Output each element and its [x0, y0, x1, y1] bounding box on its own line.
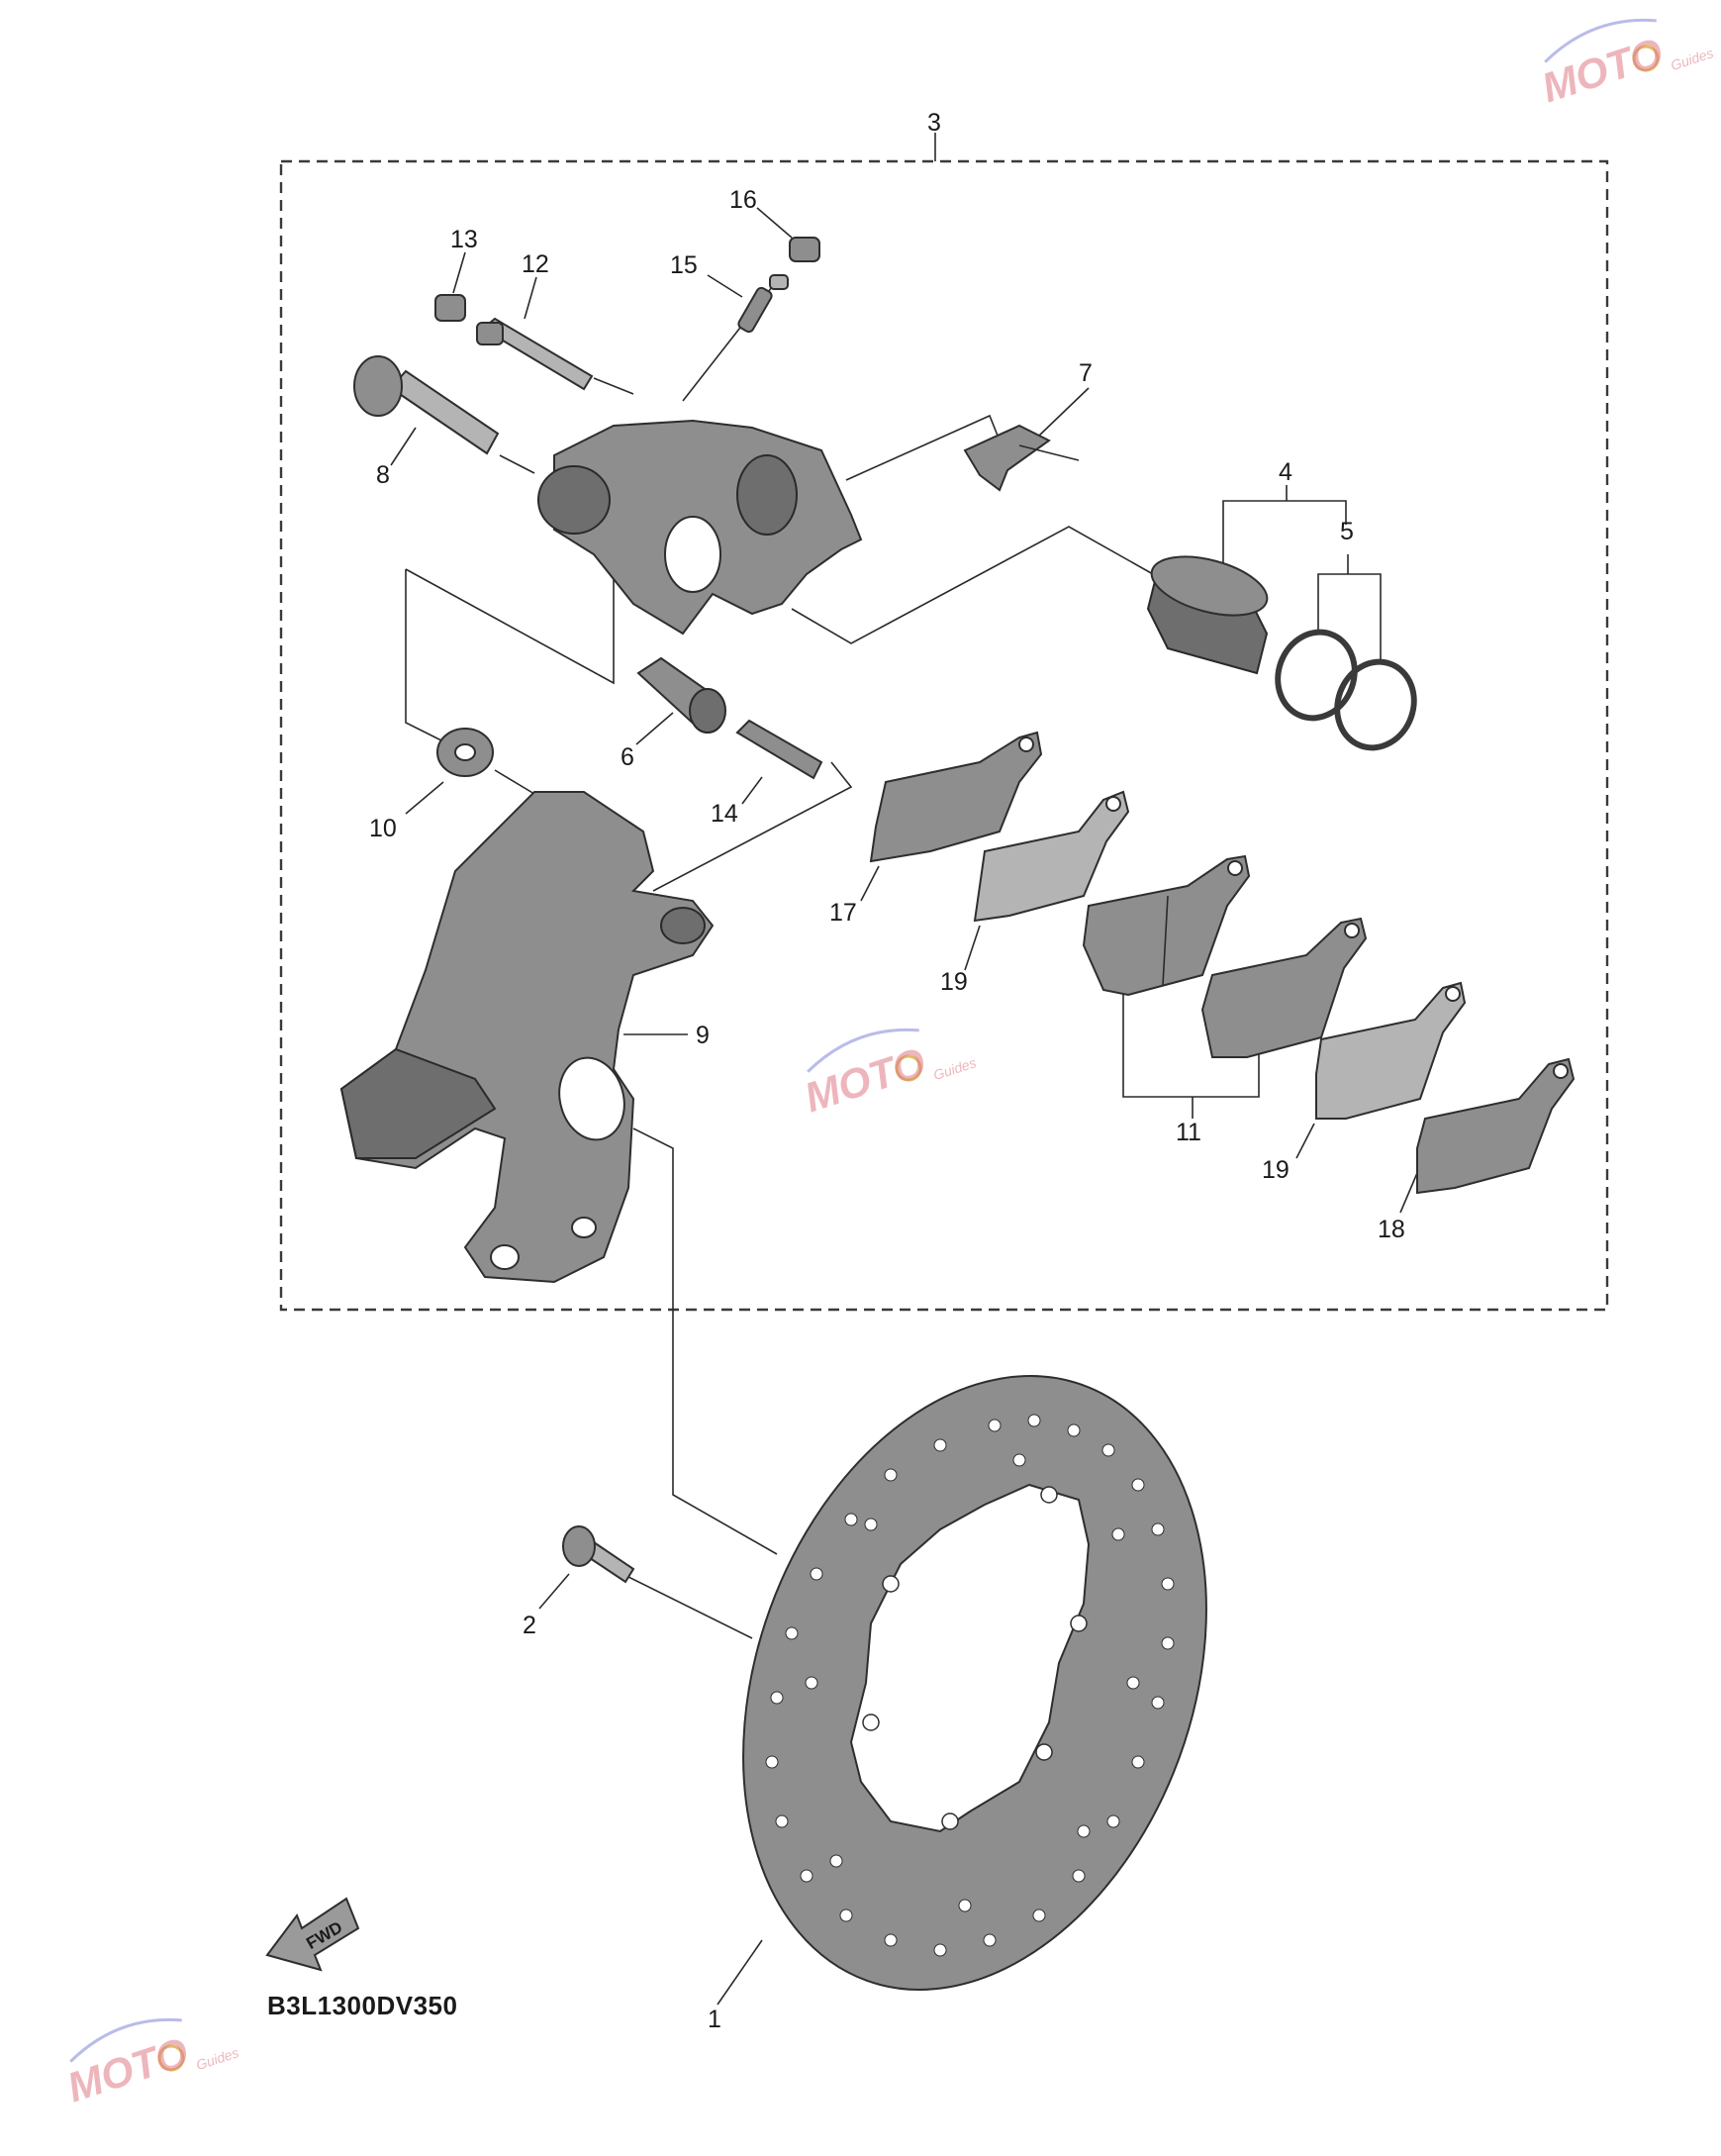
- nut-part: [436, 728, 494, 777]
- fwd-arrow-icon: FWD: [265, 1897, 360, 1972]
- brake-pad-17-part: [869, 731, 1043, 863]
- callout-19-second: 19: [1262, 1156, 1290, 1184]
- callout-19-first: 19: [940, 968, 968, 996]
- callout-10: 10: [369, 815, 397, 842]
- callout-18: 18: [1378, 1216, 1405, 1243]
- callout-11: 11: [1176, 1119, 1201, 1146]
- watermark-brand: MOTO: [1536, 29, 1669, 111]
- brake-pad-11b-part: [1200, 917, 1368, 1058]
- callout-1: 1: [708, 2006, 721, 2033]
- callout-6: 6: [621, 743, 634, 771]
- leader-lines: [390, 133, 1418, 2006]
- callout-17: 17: [829, 899, 857, 927]
- brake-disc-part: [742, 1375, 1207, 1991]
- callout-labels: 3 16 15 13 12 8 7 4 5 6 14 10 17 19 9 11…: [369, 109, 1405, 2033]
- watermark-center: MOTO Guides: [799, 1028, 978, 1121]
- callout-7: 7: [1079, 359, 1093, 387]
- watermark-brand: MOTO: [799, 1038, 931, 1121]
- pad-spring-part: [963, 424, 1080, 492]
- plug-part: [434, 294, 466, 322]
- brake-pad-11a-part: [1082, 854, 1251, 997]
- piston-seal-parts: [1275, 629, 1417, 751]
- callout-5: 5: [1340, 518, 1354, 545]
- disc-bolt-part: [562, 1525, 635, 1584]
- callout-14: 14: [711, 800, 738, 828]
- caliper-bracket-part: [339, 791, 715, 1284]
- pad-shim-19b-part: [1315, 981, 1467, 1120]
- pad-shim-19a-part: [973, 790, 1130, 923]
- pad-pin-part: [476, 317, 594, 391]
- callout-8: 8: [376, 461, 390, 489]
- watermark-tagline: Guides: [1669, 45, 1715, 73]
- caliper-body-part: [537, 419, 863, 636]
- disc-bolt-holes: [862, 1486, 1088, 1830]
- callout-16: 16: [729, 186, 757, 214]
- callout-15: 15: [670, 251, 698, 279]
- caliper-pin-part: [735, 719, 823, 780]
- watermark-tagline: Guides: [194, 2044, 240, 2073]
- bleed-screw-part: [737, 274, 789, 334]
- bleed-cap-part: [789, 237, 820, 262]
- callout-13: 13: [450, 226, 478, 253]
- bolt-part: [353, 355, 500, 455]
- callout-4: 4: [1279, 458, 1292, 486]
- watermark-top-right: MOTO Guides: [1536, 18, 1715, 111]
- callout-9: 9: [696, 1022, 710, 1049]
- brake-pad-18-part: [1416, 1057, 1576, 1195]
- watermark-tagline: Guides: [931, 1054, 978, 1083]
- callout-2: 2: [523, 1612, 536, 1639]
- callout-3: 3: [927, 109, 941, 137]
- boot-part: [636, 656, 726, 734]
- diagram-code: B3L1300DV350: [267, 1991, 457, 2020]
- disc-vent-holes: [765, 1414, 1175, 1957]
- watermark-brand: MOTO: [61, 2028, 194, 2110]
- watermark-bottom-left: MOTO Guides: [61, 2017, 240, 2110]
- callout-12: 12: [522, 250, 549, 278]
- piston-part: [1146, 555, 1269, 675]
- caliper-assembly-box: [279, 159, 1609, 1312]
